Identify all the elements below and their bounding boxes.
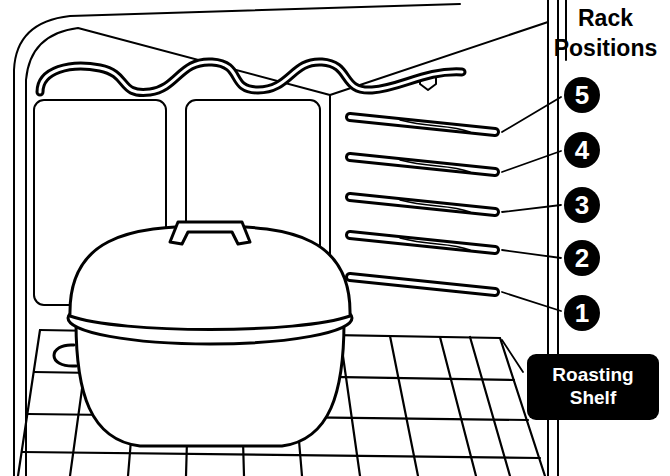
leader-line bbox=[502, 151, 561, 172]
leader-line bbox=[502, 292, 561, 311]
callout-number: 1 bbox=[564, 295, 600, 331]
shelf-label-box: Roasting Shelf bbox=[527, 354, 659, 420]
rail-bump bbox=[400, 120, 470, 250]
heading-label: Rack Positions bbox=[543, 4, 668, 64]
shelf-label-text: Roasting Shelf bbox=[535, 364, 651, 410]
rack-rails bbox=[350, 117, 495, 292]
callout-number-text: 5 bbox=[575, 82, 589, 108]
leader-line bbox=[502, 205, 561, 212]
callout-number: 3 bbox=[564, 187, 600, 223]
roasting-pan bbox=[54, 222, 352, 446]
callout-number-text: 1 bbox=[575, 300, 589, 326]
leader-lines bbox=[502, 97, 561, 372]
oven-cavity bbox=[14, 0, 566, 476]
side-wall-top bbox=[330, 22, 548, 95]
shelf-rim bbox=[18, 330, 40, 476]
callout-number-text: 2 bbox=[575, 245, 589, 271]
callout-number: 2 bbox=[564, 240, 600, 276]
callout-number-text: 3 bbox=[575, 192, 589, 218]
leader-line bbox=[502, 97, 561, 132]
element-highlight bbox=[40, 62, 462, 93]
callout-number: 5 bbox=[564, 77, 600, 113]
pan-handle bbox=[54, 345, 76, 366]
rail-highlight bbox=[350, 117, 495, 292]
heating-element bbox=[40, 62, 462, 93]
pan-lid bbox=[70, 226, 350, 330]
leader-line bbox=[502, 250, 561, 258]
callout-number-text: 4 bbox=[575, 137, 589, 163]
element-coil bbox=[40, 62, 462, 93]
callout-number: 4 bbox=[564, 132, 600, 168]
rail bbox=[350, 117, 495, 292]
lid-handle bbox=[170, 222, 250, 244]
